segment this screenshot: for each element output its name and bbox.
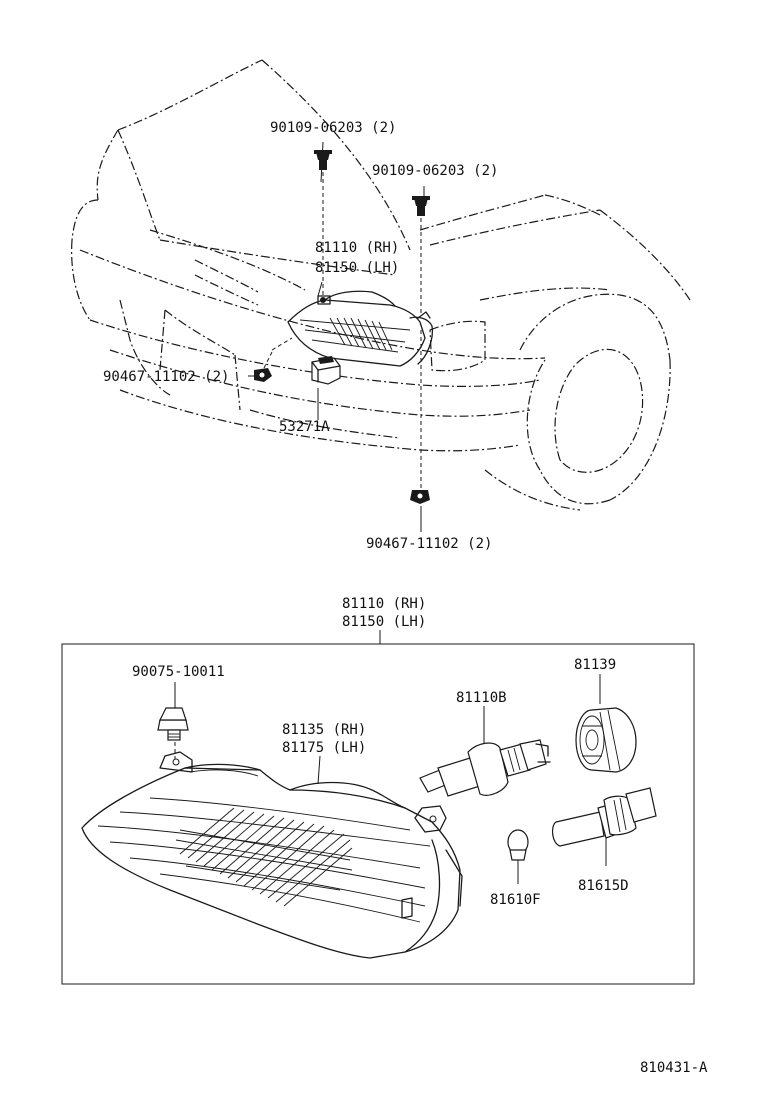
label-nut-bottom: 90467-11102 (2) [366,536,492,552]
headlamp-installed [287,290,434,367]
socket-cover-icon [575,707,637,773]
small-bulb-icon [507,829,529,884]
label-headlamp-rh-top: 81110 (RH) [315,240,399,256]
nut-bottom-icon [410,490,430,504]
label-socket-cover: 81139 [574,657,616,673]
label-socket: 81615D [578,878,629,894]
drawing-code: 810431-A [640,1060,708,1076]
bolt-top-b-icon [412,196,430,216]
bracket-53271a [311,356,341,385]
label-bulb-small: 81610F [490,892,541,908]
label-assy-rh: 81110 (RH) [342,596,426,612]
screw-icon [157,707,189,741]
main-bulb-icon [419,739,551,797]
label-screw: 90075-10011 [132,664,225,680]
nut-left-icon [254,368,272,382]
label-bracket: 53271A [279,419,330,435]
label-headlamp-lh-top: 81150 (LH) [315,260,399,276]
label-bolt-top-a: 90109-06203 (2) [270,120,396,136]
label-bolt-top-b: 90109-06203 (2) [372,163,498,179]
bolt-top-a-icon [314,150,332,170]
label-lens-lh: 81175 (LH) [282,740,366,756]
label-nut-left: 90467-11102 (2) [103,369,229,385]
assembly-frame [61,643,695,985]
leader-lines-upper [248,141,425,532]
label-assy-lh: 81150 (LH) [342,614,426,630]
label-bulb-main: 81110B [456,690,507,706]
bulb-socket-icon [551,787,657,866]
headlamp-lens-assembly [81,751,463,959]
label-lens-rh: 81135 (RH) [282,722,366,738]
vehicle-front-outline [71,59,691,511]
